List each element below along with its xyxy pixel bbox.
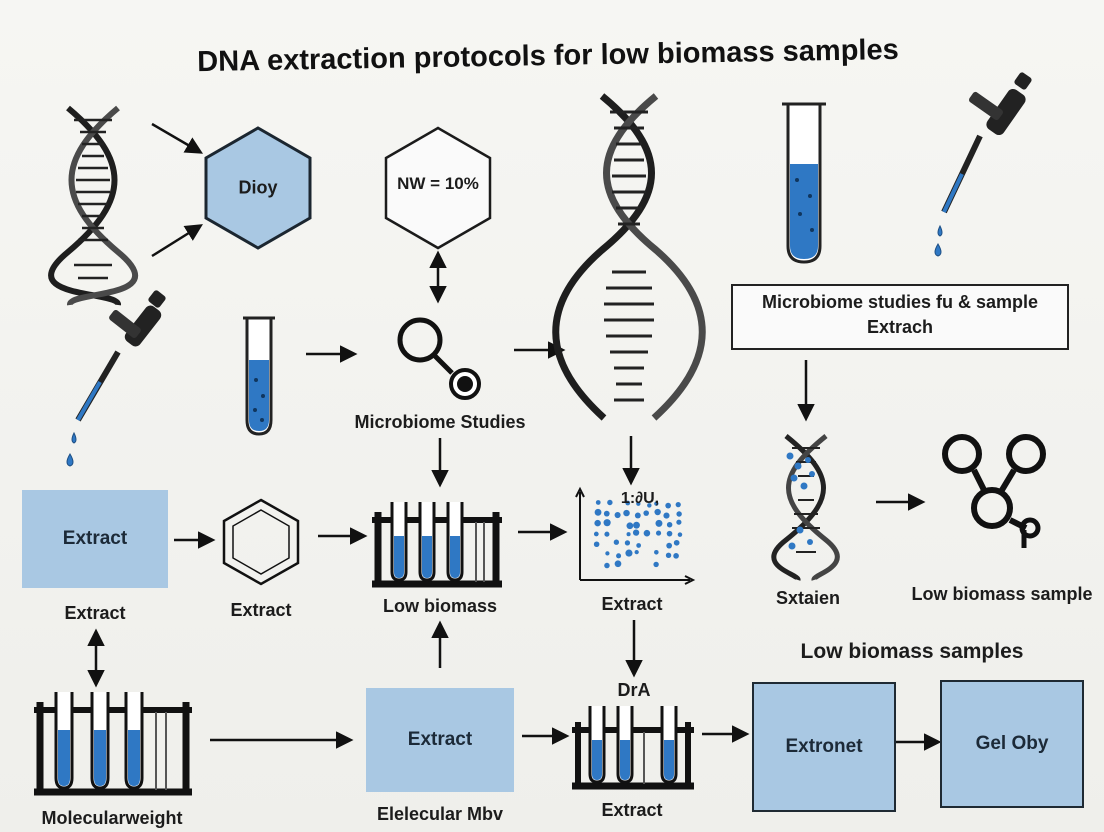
scatter-dot [632, 529, 640, 536]
scatter-dot [595, 500, 601, 505]
elelecular-mbv-label: Elelecular Mbv [376, 804, 504, 824]
extract-box-left: Extract [22, 490, 168, 588]
scatter-dot [603, 510, 610, 517]
extract-label-left: Extract [64, 603, 126, 623]
scatter-dot [594, 519, 601, 527]
scatter-dot [623, 509, 630, 517]
scatter-dot [634, 512, 641, 519]
scatter-dot [633, 521, 640, 529]
scatter-dot [663, 512, 670, 519]
scatter-dot [643, 510, 649, 516]
scatter-annotation: 1:∂U, [620, 490, 660, 507]
probe-icon [397, 317, 481, 400]
scatter-dot [613, 539, 620, 545]
scatter-dot [603, 519, 611, 527]
dna-helix-icon-1 [48, 105, 139, 307]
low-biomass-label: Low biomass [382, 596, 498, 616]
scatter-dot [614, 560, 622, 568]
scatter-dot [616, 553, 622, 559]
scatter-dot [665, 552, 672, 559]
microbiome-box-line1: Microbiome studies fu & sample [761, 292, 1039, 312]
extract-label-benzene: Extract [230, 600, 292, 620]
scatter-dot [676, 511, 682, 517]
tube-rack-icon-2 [34, 692, 192, 796]
dna-helix-icon-2 [552, 93, 706, 421]
gel-oby-box: Gel Oby [940, 680, 1084, 808]
scatter-dot [607, 499, 613, 506]
scatter-dot [626, 522, 634, 530]
hexagon-outline-label: NW = 10% [397, 174, 479, 193]
tube-rack-icon-1 [372, 502, 502, 588]
scatter-dot [625, 500, 631, 506]
scatter-dot [654, 501, 659, 506]
tube-rack-icon-3 [572, 706, 694, 790]
molecular-weight-label: Molecularweight [41, 808, 183, 828]
scatter-dot [654, 549, 659, 555]
extract-box-bottom: Extract [366, 688, 514, 792]
microbiome-studies-label: Microbiome Studies [354, 412, 526, 432]
sxtaien-label: Sxtaien [775, 588, 841, 608]
scatter-dot [643, 529, 651, 537]
extronet-box: Extronet [752, 682, 896, 812]
scatter-dot [675, 501, 681, 508]
microbiome-box-line2: Extrach [866, 317, 934, 337]
scatter-dot [655, 519, 663, 527]
scatter-dot [666, 542, 673, 549]
dra-label: DrA [617, 680, 651, 700]
scatter-dot [676, 519, 682, 525]
scatter-dot [604, 562, 610, 569]
extract-label-scatter: Extract [601, 594, 663, 614]
scatter-dot [653, 561, 659, 568]
scatter-dot [654, 508, 661, 516]
low-biomass-sample-label: Low biomass sample [911, 584, 1093, 604]
molecule-icon [942, 434, 1046, 548]
low-biomass-samples-heading: Low biomass samples [800, 640, 1024, 663]
scatter-dot [594, 508, 602, 516]
extract-label-bottom-rack: Extract [601, 800, 663, 820]
scatter-dot [626, 532, 631, 537]
scatter-dot [647, 503, 652, 508]
scatter-dot [673, 539, 680, 546]
scatter-dot [625, 549, 633, 557]
hexagon-outline [384, 126, 492, 250]
test-tube-icon-1 [243, 316, 275, 436]
pipette-icon-left [66, 290, 166, 467]
scatter-dot [624, 540, 631, 546]
pipette-icon-right [934, 72, 1032, 257]
dna-helix-icon-3 [771, 434, 840, 583]
benzene-ring-icon [222, 498, 300, 586]
test-tube-icon-2 [782, 102, 826, 264]
scatter-dot [673, 553, 679, 559]
scatter-plot-icon [575, 486, 696, 585]
scatter-dot [636, 543, 642, 548]
scatter-dot [604, 531, 610, 537]
scatter-dot [605, 551, 610, 556]
scatter-dot [666, 530, 673, 537]
scatter-dot [666, 521, 673, 528]
scatter-dot [634, 550, 639, 555]
scatter-dot [614, 511, 621, 519]
scatter-dot [593, 541, 600, 548]
arrow-dna-to-hex-upper [151, 122, 204, 154]
microbiome-sample-box: Microbiome studies fu & sample Extrach [731, 284, 1069, 350]
hexagon-filled-label: Dioy [238, 177, 278, 198]
scatter-dot [677, 532, 683, 537]
scatter-dot [655, 530, 662, 536]
scatter-dot [593, 531, 599, 537]
hexagon-filled [204, 126, 312, 250]
arrow-dna-to-hex-lower [151, 224, 203, 258]
scatter-dot [636, 501, 641, 506]
scatter-dot [665, 502, 672, 509]
